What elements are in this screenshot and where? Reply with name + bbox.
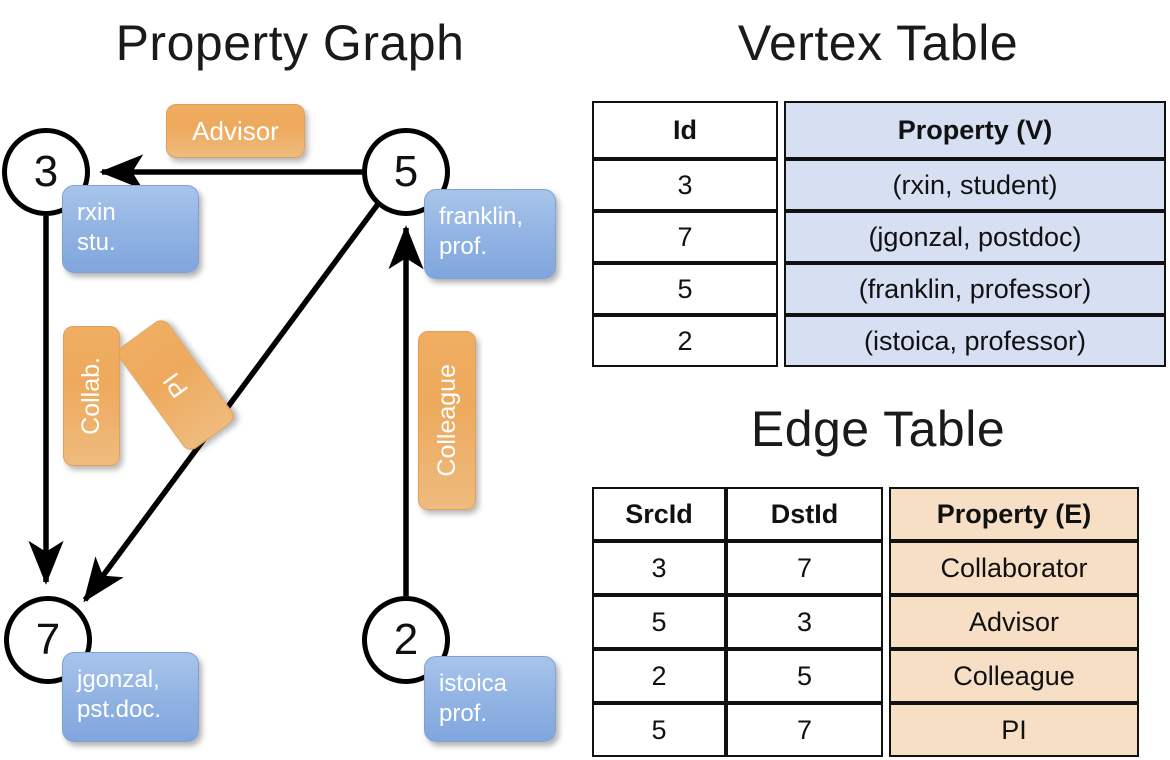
edge-label-collab: Collab. [63, 326, 120, 466]
graph-node-2-label: 2 [393, 615, 419, 664]
graph-edges-svg [28, 154, 424, 603]
edge-line-pi [82, 202, 381, 603]
vertex-table-header-property: Property (V) [784, 101, 1166, 159]
edge-table-header-dstid: DstId [726, 487, 883, 541]
edge-table-cell-srcid: 2 [592, 649, 726, 703]
table-row[interactable]: 5 3 Advisor [592, 595, 1139, 649]
vertex-table-cell-id: 3 [592, 159, 778, 211]
edge-table-cell-property: Advisor [889, 595, 1139, 649]
edge-table-header-srcid: SrcId [592, 487, 726, 541]
vertex-property-callout-7: jgonzal, pst.doc. [62, 652, 199, 742]
edge-label-pi-text: PI [157, 367, 194, 404]
edge-table-cell-dstid: 5 [726, 649, 883, 703]
edge-label-advisor: Advisor [166, 104, 305, 158]
edge-table-cell-property: Collaborator [889, 541, 1139, 595]
table-row[interactable]: 5 (franklin, professor) [592, 263, 1166, 315]
vertex-property-callout-7-line1: jgonzal, [77, 666, 160, 693]
vertex-property-callout-3-line1: rxin [77, 199, 116, 226]
edge-table-cell-srcid: 3 [592, 541, 726, 595]
table-row[interactable]: 5 7 PI [592, 703, 1139, 757]
edge-label-colleague-text: Colleague [432, 364, 461, 477]
edge-table-cell-property: Colleague [889, 649, 1139, 703]
edge-table-header-row: SrcId DstId Property (E) [592, 487, 1139, 541]
edge-table-cell-dstid: 3 [726, 595, 883, 649]
vertex-table-cell-property: (franklin, professor) [784, 263, 1166, 315]
vertex-table-cell-id: 7 [592, 211, 778, 263]
vertex-property-callout-2: istoica prof. [424, 656, 556, 742]
vertex-property-callout-2-line1: istoica [439, 670, 508, 697]
vertex-table-cell-id: 2 [592, 315, 778, 367]
edge-label-collab-text: Collab. [77, 357, 105, 435]
vertex-table-cell-property: (istoica, professor) [784, 315, 1166, 367]
vertex-table-cell-id: 5 [592, 263, 778, 315]
vertex-property-callout-3-line2: stu. [77, 229, 116, 256]
edge-label-colleague: Colleague [418, 331, 476, 510]
graph-node-2[interactable]: 2 [362, 596, 450, 684]
table-row[interactable]: 2 (istoica, professor) [592, 315, 1166, 367]
vertex-table-cell-property: (rxin, student) [784, 159, 1166, 211]
vertex-property-callout-5-line2: prof. [439, 233, 488, 260]
property-graph-diagram: 3 5 7 2 rxin stu. franklin, prof. jgonza… [2, 104, 556, 742]
graph-node-5[interactable]: 5 [362, 128, 450, 216]
vertex-table-cell-property: (jgonzal, postdoc) [784, 211, 1166, 263]
vertex-table-header-id: Id [592, 101, 778, 159]
edge-table-cell-dstid: 7 [726, 703, 883, 757]
vertex-property-callout-7-line2: pst.doc. [77, 696, 162, 723]
vertex-table-header-row: Id Property (V) [592, 101, 1166, 159]
page-title-vertex-table: Vertex Table [737, 15, 1019, 71]
edge-table: SrcId DstId Property (E) 3 7 Collaborato… [592, 487, 1139, 757]
edge-table-header-property: Property (E) [889, 487, 1139, 541]
vertex-property-callout-3: rxin stu. [62, 185, 199, 273]
vertex-property-callout-5: franklin, prof. [424, 189, 556, 279]
edge-table-cell-srcid: 5 [592, 595, 726, 649]
graph-node-7-label: 7 [35, 615, 61, 664]
graph-node-5-label: 5 [393, 147, 419, 196]
edge-table-cell-property: PI [889, 703, 1139, 757]
vertex-table: Id Property (V) 3 (rxin, student) 7 (jgo… [592, 101, 1166, 367]
vertex-property-callout-2-line2: prof. [439, 700, 488, 727]
graph-node-3-label: 3 [33, 147, 59, 196]
table-row[interactable]: 3 (rxin, student) [592, 159, 1166, 211]
table-row[interactable]: 2 5 Colleague [592, 649, 1139, 703]
edge-table-cell-srcid: 5 [592, 703, 726, 757]
table-row[interactable]: 3 7 Collaborator [592, 541, 1139, 595]
edge-label-advisor-text: Advisor [192, 115, 279, 146]
page-title-property-graph: Property Graph [115, 15, 465, 71]
edge-table-cell-dstid: 7 [726, 541, 883, 595]
page-title-edge-table: Edge Table [750, 401, 1006, 457]
vertex-property-callout-5-line1: franklin, [439, 203, 524, 230]
table-row[interactable]: 7 (jgonzal, postdoc) [592, 211, 1166, 263]
